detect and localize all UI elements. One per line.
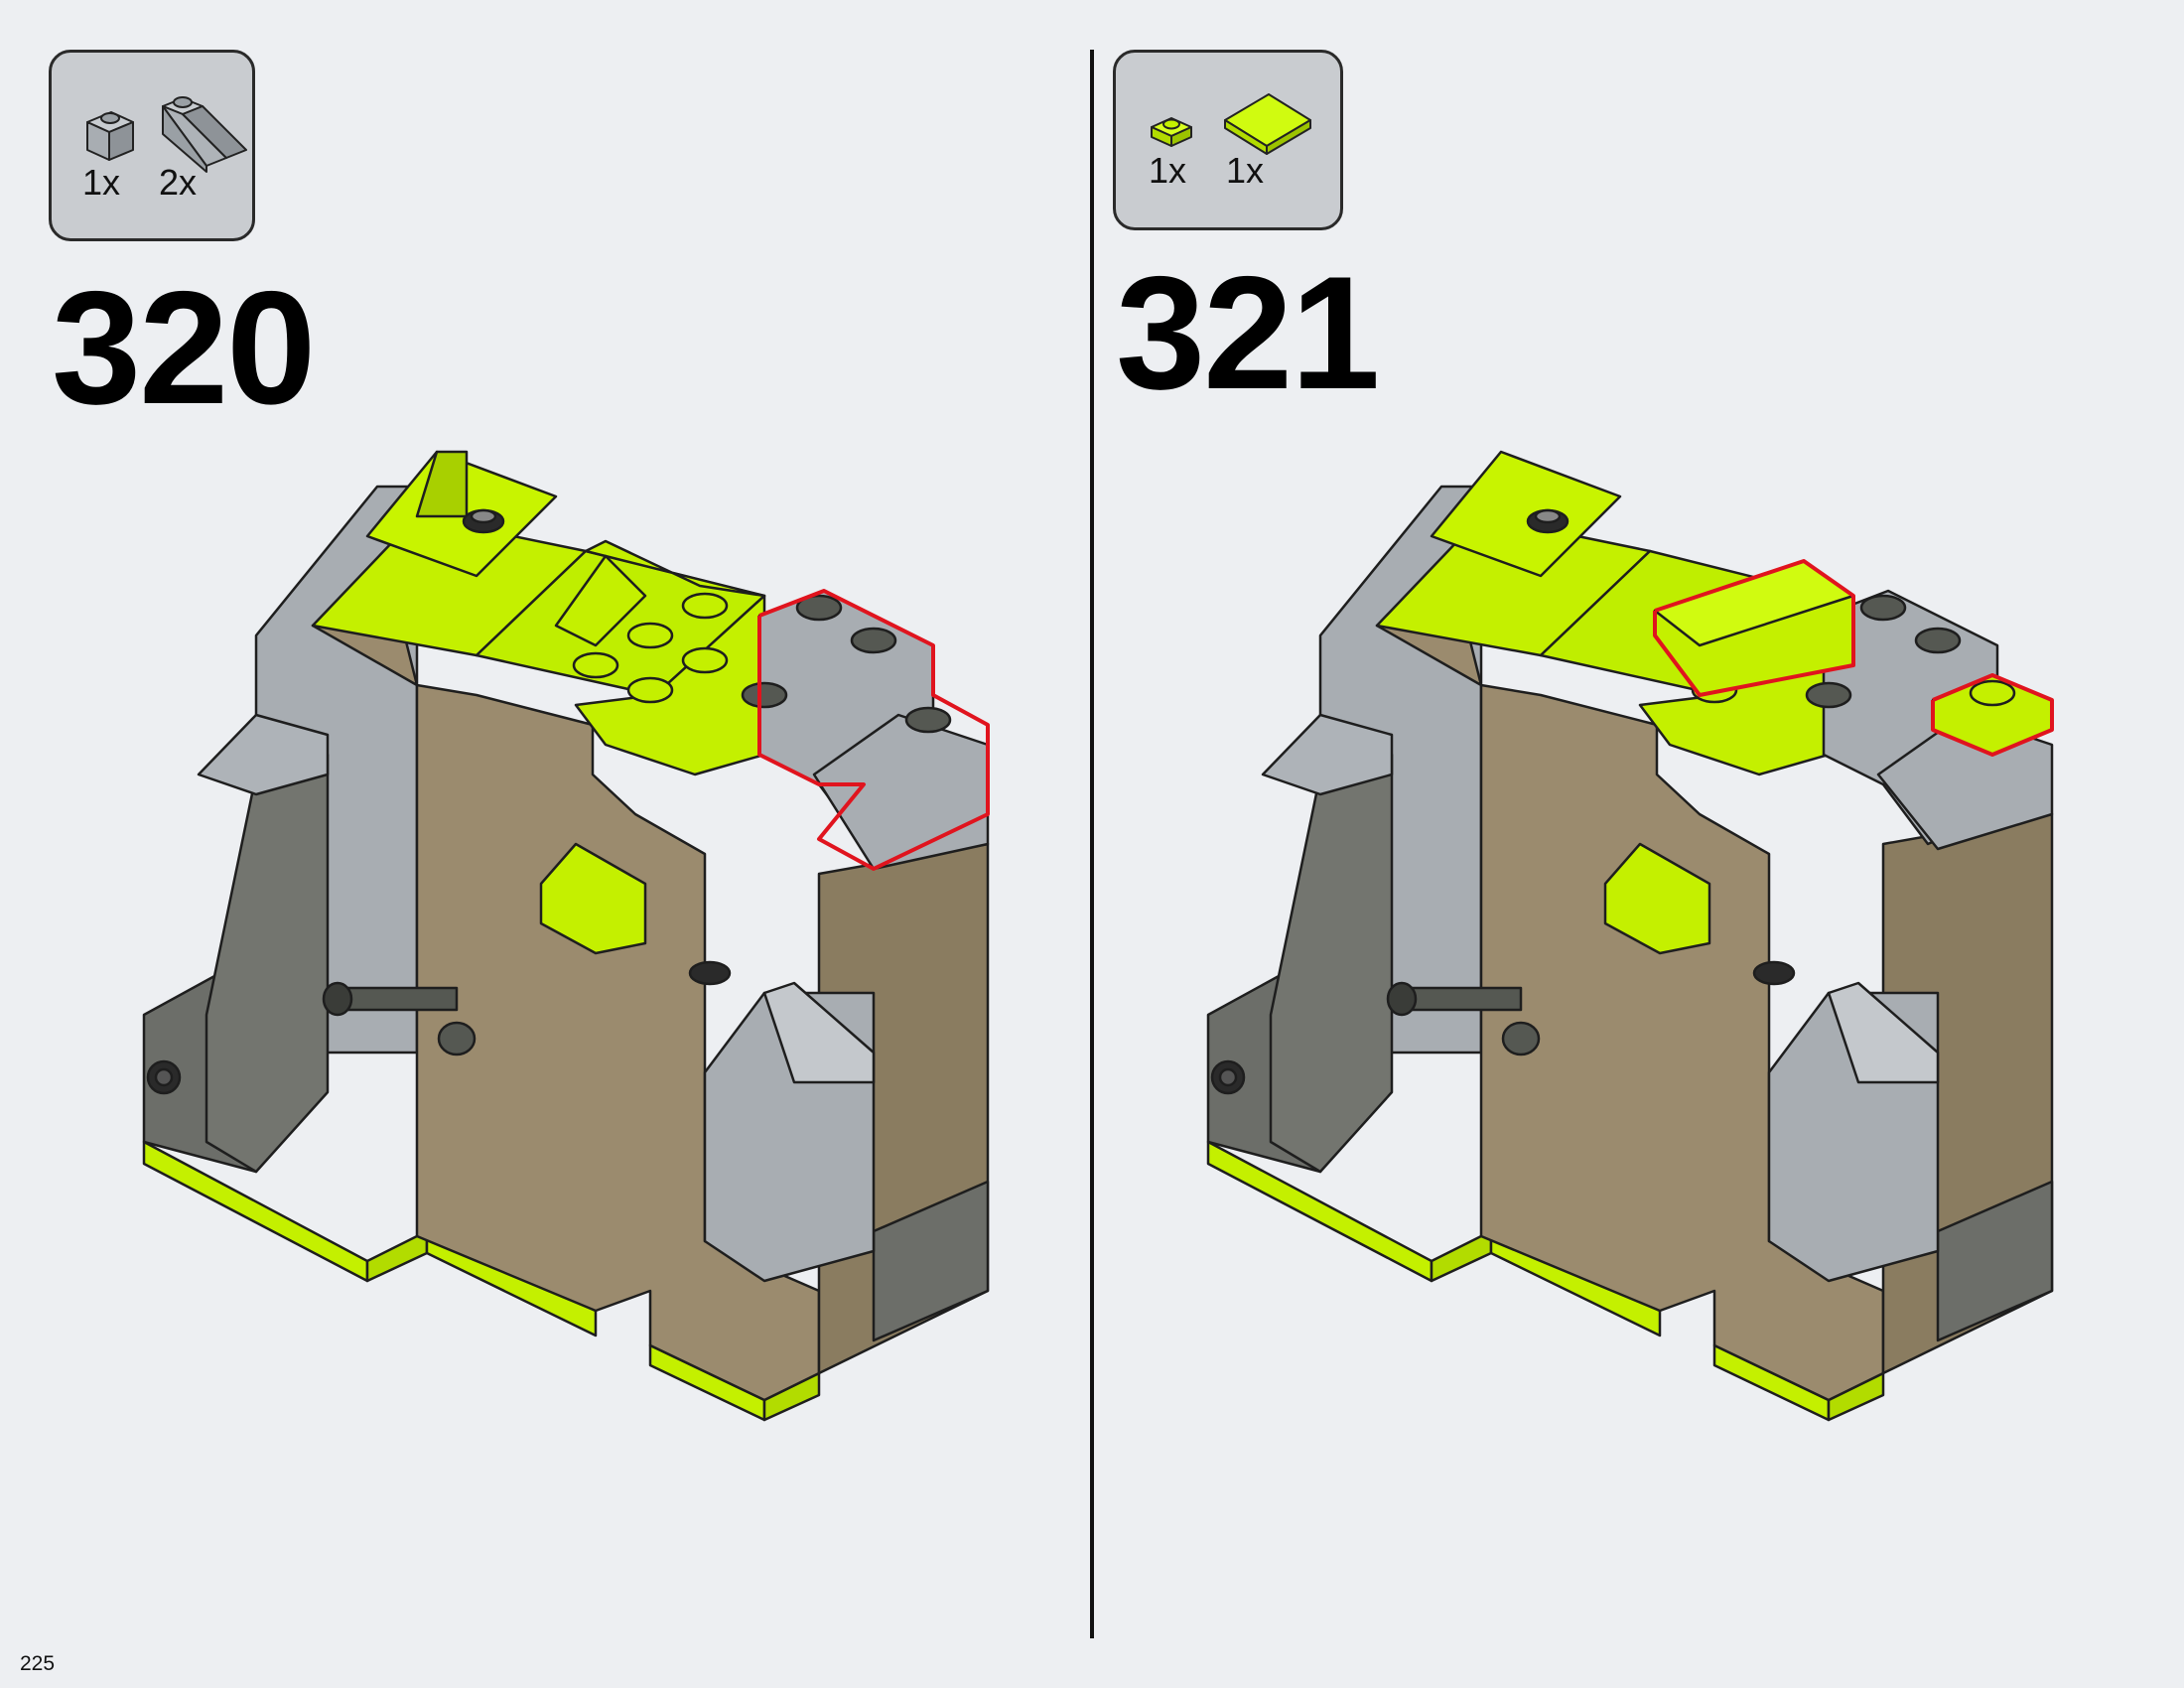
model-illustration-320 (142, 450, 990, 1422)
step-number: 320 (52, 258, 316, 438)
grey-1x1-brick-icon (86, 111, 134, 161)
grey-slope-brick-icon (162, 96, 247, 173)
part-qty: 1x (1226, 150, 1265, 191)
part-qty: 1x (82, 162, 121, 203)
parts-icons (1151, 93, 1311, 155)
lime-2x2-tile-icon (1224, 93, 1311, 155)
part-qty: 1x (1149, 150, 1187, 191)
lime-1x1-plate-icon (1151, 117, 1192, 147)
step-divider (1090, 50, 1094, 1638)
parts-icons (86, 96, 247, 173)
parts-callout-321: 1x 1x (1113, 50, 1343, 230)
model-illustration-321 (1206, 450, 2054, 1422)
parts-callout-320: 1x 2x (49, 50, 255, 241)
part-qty: 2x (159, 162, 198, 203)
step-number: 321 (1116, 243, 1380, 423)
page-number: 225 (20, 1652, 56, 1675)
